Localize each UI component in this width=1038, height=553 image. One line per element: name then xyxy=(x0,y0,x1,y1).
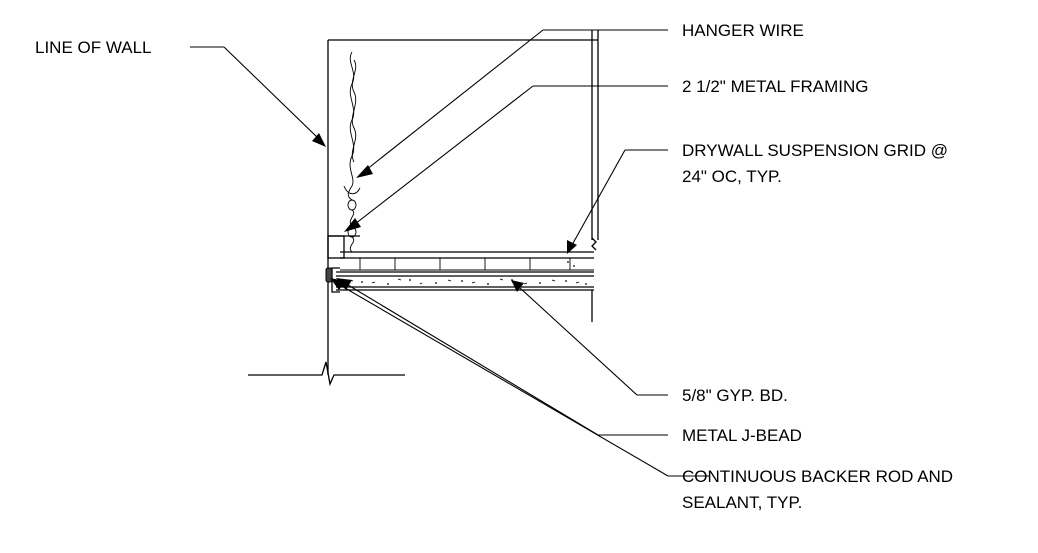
label-suspension-grid-line1: DRYWALL SUSPENSION GRID @ xyxy=(682,141,948,160)
floor-break-line xyxy=(248,361,405,387)
label-suspension-grid-line2: 24" OC, TYP. xyxy=(682,167,782,186)
metal-framing xyxy=(327,235,360,259)
wall-section xyxy=(327,30,599,375)
label-line-of-wall: LINE OF WALL xyxy=(35,38,152,57)
label-hanger-wire: HANGER WIRE xyxy=(682,21,804,40)
label-j-bead: METAL J-BEAD xyxy=(682,426,802,445)
label-gyp-bd: 5/8" GYP. BD. xyxy=(682,386,788,405)
suspension-grid xyxy=(340,237,597,271)
label-metal-framing: 2 1/2" METAL FRAMING xyxy=(682,77,868,96)
labels: LINE OF WALL HANGER WIRE 2 1/2" METAL FR… xyxy=(35,21,953,512)
leader-backer-rod xyxy=(330,278,710,477)
label-backer-rod-line1: CONTINUOUS BACKER ROD AND xyxy=(682,467,953,486)
leader-j-bead xyxy=(336,278,668,436)
gypsum-board xyxy=(336,261,594,291)
leader-metal-framing xyxy=(344,85,668,232)
label-backer-rod-line2: SEALANT, TYP. xyxy=(682,493,802,512)
leader-gyp-bd xyxy=(511,280,668,396)
leader-suspension-grid xyxy=(567,149,668,254)
leader-line-of-wall xyxy=(190,46,326,147)
leader-hanger-wire xyxy=(356,29,668,178)
